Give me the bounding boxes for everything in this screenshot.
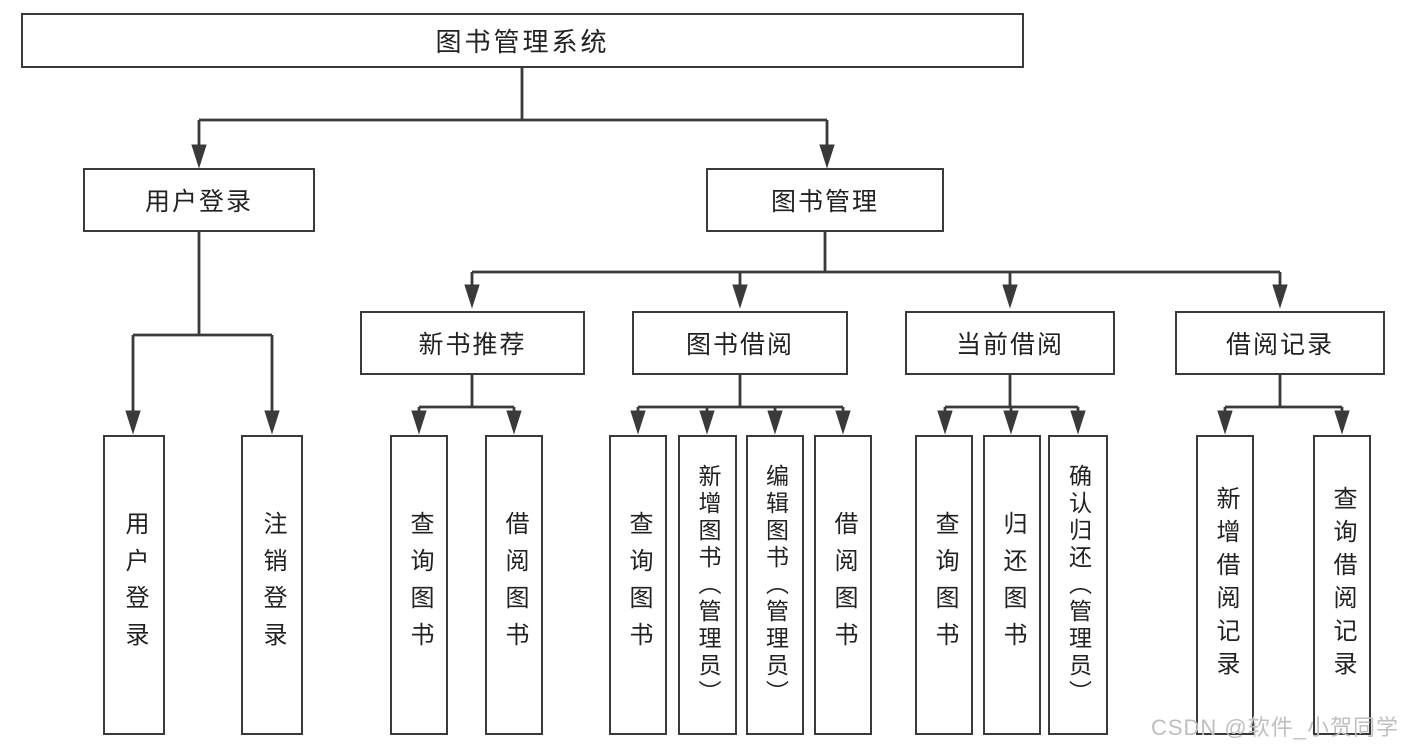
leaf-query-books-borrowing: 查询图书 [609,435,667,735]
node-label: 新增借阅记录 [1212,486,1239,684]
node-book-borrowing: 图书借阅 [632,311,848,375]
connector-root-to-level2 [197,68,829,146]
node-user-login: 用户登录 [83,168,315,232]
node-label: 查询借阅记录 [1329,486,1356,684]
arrowhead [937,410,953,435]
leaf-confirm-return-admin: 确认归还（管理员） [1048,435,1108,735]
arrowhead [1003,410,1019,435]
node-label: 查询图书 [625,511,652,659]
leaf-borrow-books-borrowing: 借阅图书 [814,435,872,735]
leaf-query-books-recommend: 查询图书 [390,435,448,735]
node-new-book-recommendation: 新书推荐 [360,311,585,375]
leaf-add-borrow-record: 新增借阅记录 [1196,435,1254,735]
node-label: 新书推荐 [418,331,527,359]
arrowhead [767,410,783,435]
node-label: 图书借阅 [685,331,794,359]
arrowhead [819,144,835,169]
arrowhead [264,410,280,435]
leaf-query-books-current: 查询图书 [915,435,973,735]
csdn-watermark: CSDN @软件_小贺同学 [1150,715,1399,740]
leaf-query-borrow-record: 查询借阅记录 [1313,435,1371,735]
leaf-return-book: 归还图书 [983,435,1041,735]
node-label: 确认归还（管理员） [1065,463,1092,707]
arrowhead [835,410,851,435]
node-label: 归还图书 [999,511,1026,659]
leaf-user-login: 用户登录 [103,435,165,735]
node-label: 借阅记录 [1225,331,1334,359]
leaf-edit-book-admin: 编辑图书（管理员） [746,435,804,735]
node-label: 借阅图书 [830,511,857,659]
connector-user-login-branch [131,232,274,412]
arrowhead [699,410,715,435]
arrowhead [1334,410,1350,435]
node-borrowing-records: 借阅记录 [1175,311,1385,375]
node-label: 新增图书（管理员） [695,463,721,707]
arrowhead [732,284,748,309]
leaf-logout: 注销登录 [241,435,303,735]
arrowhead [411,410,427,435]
node-label: 编辑图书（管理员） [762,463,789,707]
arrowhead [506,410,522,435]
node-label: 注销登录 [259,511,286,659]
arrowhead [125,410,141,435]
arrowhead [1002,284,1018,309]
node-label: 用户登录 [121,511,148,659]
node-label: 用户登录 [144,188,253,216]
arrowhead [1217,410,1233,435]
node-label: 借阅图书 [501,511,528,659]
node-book-management: 图书管理 [706,168,944,232]
arrowhead [1272,284,1288,309]
node-library-management-system: 图书管理系统 [21,13,1024,68]
connector-book-management-branch [470,232,1282,286]
node-label: 图书管理系统 [435,27,610,57]
arrowhead [630,410,646,435]
leaf-borrow-books-recommend: 借阅图书 [485,435,543,735]
node-label: 当前借阅 [955,331,1064,359]
leaf-add-book-admin: 新增图书（管理员） [678,435,737,735]
arrowhead [191,144,207,169]
node-current-borrowing: 当前借阅 [905,311,1115,375]
arrowhead [464,284,480,309]
arrowhead [1070,410,1086,435]
connector-level3-branches [417,375,1344,412]
node-label: 图书管理 [770,188,879,216]
node-label: 查询图书 [406,511,433,659]
node-label: 查询图书 [931,511,958,659]
